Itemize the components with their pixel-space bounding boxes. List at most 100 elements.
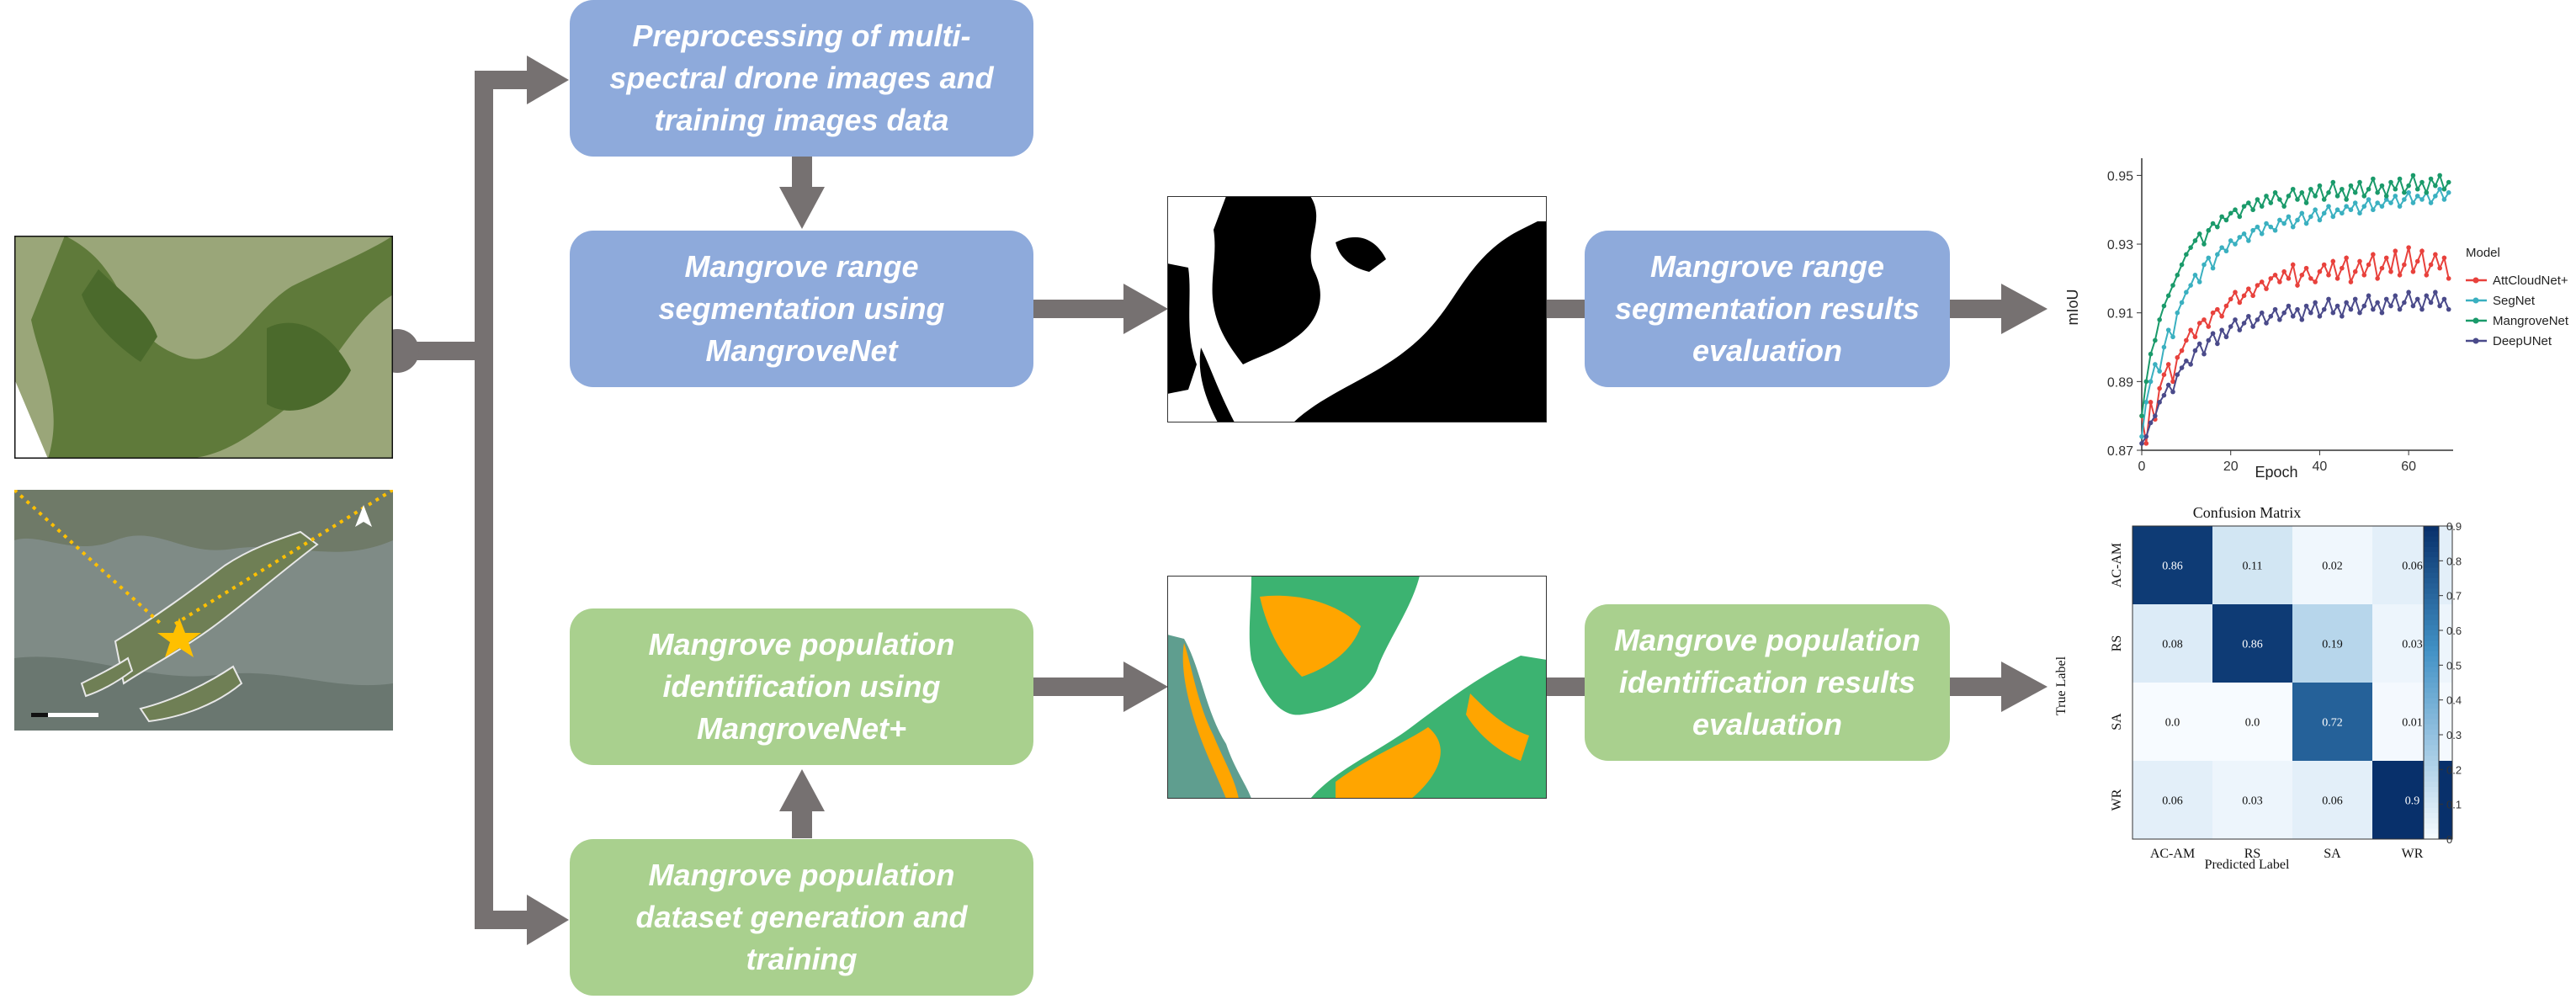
data-point (2148, 379, 2154, 385)
colorbar-segment (2424, 567, 2439, 574)
data-point (2433, 290, 2438, 295)
colorbar-segment (2424, 698, 2439, 704)
data-point (2388, 303, 2393, 309)
series-line-attcloudnet- (2141, 247, 2450, 444)
data-point (2196, 321, 2202, 326)
cm-cell (2133, 526, 2212, 604)
data-point (2188, 283, 2193, 288)
range-evaluation-box: Mangrove range segmentation results eval… (1585, 231, 1950, 387)
data-point (2321, 262, 2327, 268)
trunk-line (475, 71, 493, 929)
data-point (2148, 420, 2154, 426)
data-point (2388, 200, 2393, 205)
data-point (2153, 337, 2158, 343)
data-point (2402, 197, 2407, 202)
data-point (2326, 273, 2331, 278)
data-point (2241, 321, 2247, 326)
data-point (2286, 194, 2292, 199)
x-tick-label: 60 (2401, 460, 2416, 474)
arrow-pop-to-class-head (1123, 662, 1168, 712)
data-point (2428, 262, 2434, 268)
arrow-eval-to-chart-head (2001, 284, 2048, 334)
data-point (2255, 224, 2260, 230)
data-point (2299, 190, 2305, 195)
colorbar-segment (2424, 693, 2439, 699)
colorbar-segment (2424, 536, 2439, 543)
data-point (2157, 400, 2162, 405)
data-point (2393, 186, 2398, 192)
data-point (2143, 400, 2149, 405)
data-point (2170, 334, 2175, 340)
x-tick-label: 20 (2223, 460, 2239, 474)
data-point (2215, 306, 2220, 312)
colorbar-segment (2424, 776, 2439, 783)
cm-cell-value: 0.86 (2242, 639, 2263, 651)
data-point (2202, 317, 2207, 322)
segmentation-mask (1167, 196, 1547, 422)
data-point (2402, 190, 2407, 195)
colorbar-segment (2424, 662, 2439, 667)
cm-cell-value: 0.0 (2245, 717, 2260, 730)
data-point (2428, 176, 2434, 182)
data-point (2237, 235, 2243, 240)
data-point (2340, 186, 2345, 192)
data-point (2361, 194, 2367, 199)
x-tick-label: 40 (2313, 460, 2328, 474)
data-point (2277, 317, 2282, 322)
colorbar-tick-label: 0.5 (2446, 659, 2462, 672)
data-point (2290, 224, 2296, 230)
cm-y-label: True Label (2054, 656, 2069, 715)
colorbar-segment (2424, 766, 2439, 772)
colorbar-segment (2424, 572, 2439, 579)
data-point (2165, 362, 2171, 367)
data-point (2330, 310, 2336, 316)
data-point (2246, 286, 2251, 291)
data-point (2406, 245, 2411, 250)
cm-cell (2292, 604, 2372, 683)
data-point (2441, 255, 2447, 261)
data-point (2264, 286, 2269, 291)
data-point (2303, 221, 2309, 226)
data-point (2210, 265, 2216, 271)
data-point (2153, 362, 2158, 367)
colorbar-segment (2424, 740, 2439, 746)
data-point (2148, 400, 2154, 405)
data-point (2410, 268, 2416, 274)
data-point (2366, 262, 2372, 268)
data-point (2272, 190, 2278, 195)
data-point (2268, 276, 2274, 281)
colorbar-segment (2424, 802, 2439, 809)
colorbar-segment (2424, 688, 2439, 693)
data-point (2441, 186, 2447, 192)
data-point (2192, 273, 2198, 278)
data-point (2388, 179, 2393, 185)
cm-cell-value: 0.11 (2243, 561, 2263, 573)
preprocessing-box: Preprocessing of multi- spectral drone i… (570, 0, 1033, 157)
data-point (2361, 204, 2367, 209)
data-point (2308, 276, 2313, 281)
cm-row-label: AC-AM (2110, 543, 2124, 587)
data-point (2295, 217, 2300, 223)
data-point (2414, 194, 2420, 199)
cm-cell-value: 0.03 (2402, 639, 2423, 651)
data-point (2170, 389, 2175, 395)
cm-col-label: SA (2324, 847, 2341, 861)
cm-cell-value: 0.08 (2162, 639, 2183, 651)
colorbar-segment (2424, 578, 2439, 584)
cm-cell (2292, 761, 2372, 839)
data-point (2157, 369, 2162, 374)
data-point (2344, 204, 2349, 209)
data-point (2143, 433, 2149, 439)
colorbar-segment (2424, 656, 2439, 662)
arrow-class-to-eval (1543, 678, 1585, 696)
data-point (2206, 324, 2212, 329)
data-point (2433, 194, 2438, 199)
data-point (2192, 348, 2198, 353)
data-point (2308, 214, 2313, 220)
data-point (2308, 186, 2313, 192)
cm-cell (2212, 761, 2292, 839)
data-point (2210, 331, 2216, 336)
data-point (2352, 190, 2358, 195)
colorbar-segment (2424, 672, 2439, 678)
data-point (2259, 204, 2265, 209)
